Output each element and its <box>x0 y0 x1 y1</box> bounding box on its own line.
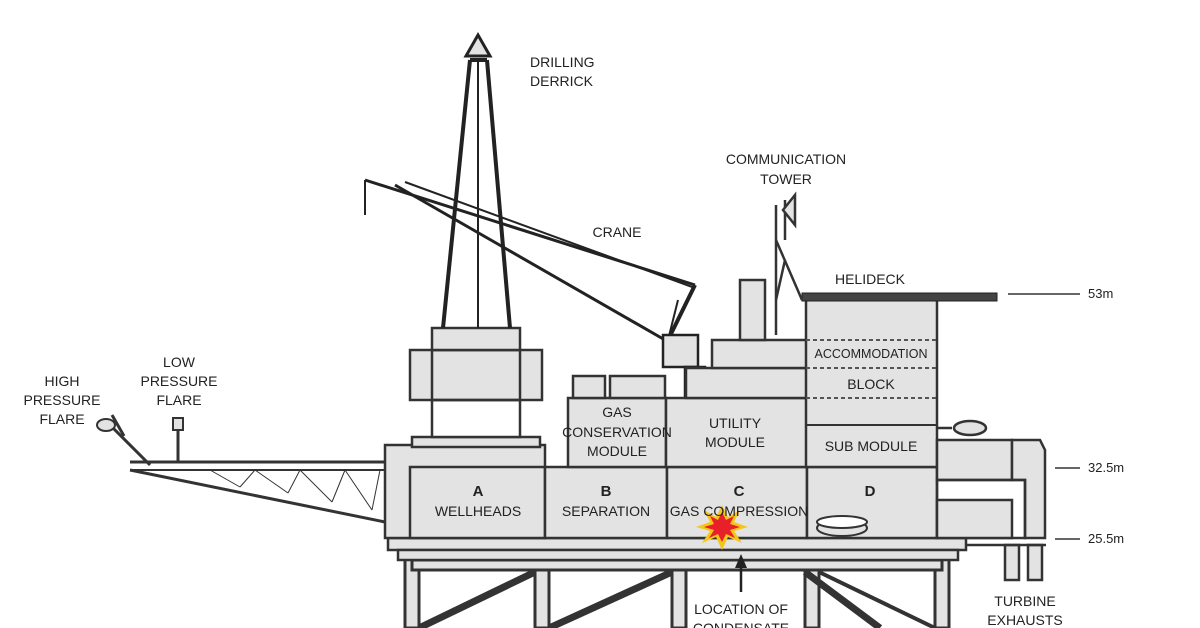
derrick-label-line2: DERRICK <box>530 73 594 89</box>
module-a-name: WELLHEADS <box>435 503 521 519</box>
helideck-label: HELIDECK <box>835 271 906 287</box>
communication-tower <box>774 191 804 335</box>
module-c-letter: C <box>734 483 745 500</box>
hp-flare-label-line1: HIGH <box>45 373 80 389</box>
upper-modules <box>566 278 939 469</box>
level-markers <box>1008 293 1080 540</box>
lp-flare-label-line2: PRESSURE <box>140 373 217 389</box>
explosion-icon <box>696 505 748 550</box>
lower-modules <box>383 443 939 540</box>
helideck <box>801 292 998 302</box>
gas-conservation-label-line3: MODULE <box>587 443 647 459</box>
hp-flare-label-line3: FLARE <box>39 411 84 427</box>
lp-flare-label-line1: LOW <box>163 354 196 370</box>
utility-label-line2: MODULE <box>705 434 765 450</box>
level-label-32-5m: 32.5m <box>1088 460 1124 475</box>
condensate-tank-icon <box>816 515 868 537</box>
accommodation-label: ACCOMMODATION <box>815 347 928 361</box>
module-d-letter: D <box>865 483 876 500</box>
jacket-structure <box>403 548 951 628</box>
gas-conservation-label-line1: GAS <box>602 404 632 420</box>
accommodation-dividers <box>806 339 937 426</box>
hp-flare-label-line2: PRESSURE <box>23 392 100 408</box>
condensate-arrow-icon <box>735 554 747 592</box>
comm-tower-label-line2: TOWER <box>760 171 812 187</box>
turbine-label-line2: EXHAUSTS <box>987 612 1062 628</box>
derrick-label-line1: DRILLING <box>530 54 595 70</box>
turbine-label-line1: TURBINE <box>994 593 1055 609</box>
module-b-name: SEPARATION <box>562 503 650 519</box>
module-c-name: GAS COMPRESSION <box>670 503 808 519</box>
condensate-label-line1: LOCATION OF <box>694 601 788 617</box>
level-label-53m: 53m <box>1088 286 1113 301</box>
gas-conservation-label-line2: CONSERVATION <box>562 424 672 440</box>
drilling-derrick <box>441 31 512 329</box>
comm-tower-label-line1: COMMUNICATION <box>726 151 846 167</box>
derrick-base <box>408 326 544 449</box>
module-a-letter: A <box>473 483 484 500</box>
turbine-exhausts <box>935 419 1047 582</box>
flare-boom <box>96 414 386 524</box>
module-b-letter: B <box>601 483 612 500</box>
level-label-25-5m: 25.5m <box>1088 531 1124 546</box>
utility-label-line1: UTILITY <box>709 415 762 431</box>
crane-label: CRANE <box>592 224 641 240</box>
sub-module-label: SUB MODULE <box>825 438 918 454</box>
lp-flare-label-line3: FLARE <box>156 392 201 408</box>
block-label: BLOCK <box>847 376 895 392</box>
main-deck <box>386 536 968 562</box>
condensate-label-line2: CONDENSATE <box>693 620 789 628</box>
